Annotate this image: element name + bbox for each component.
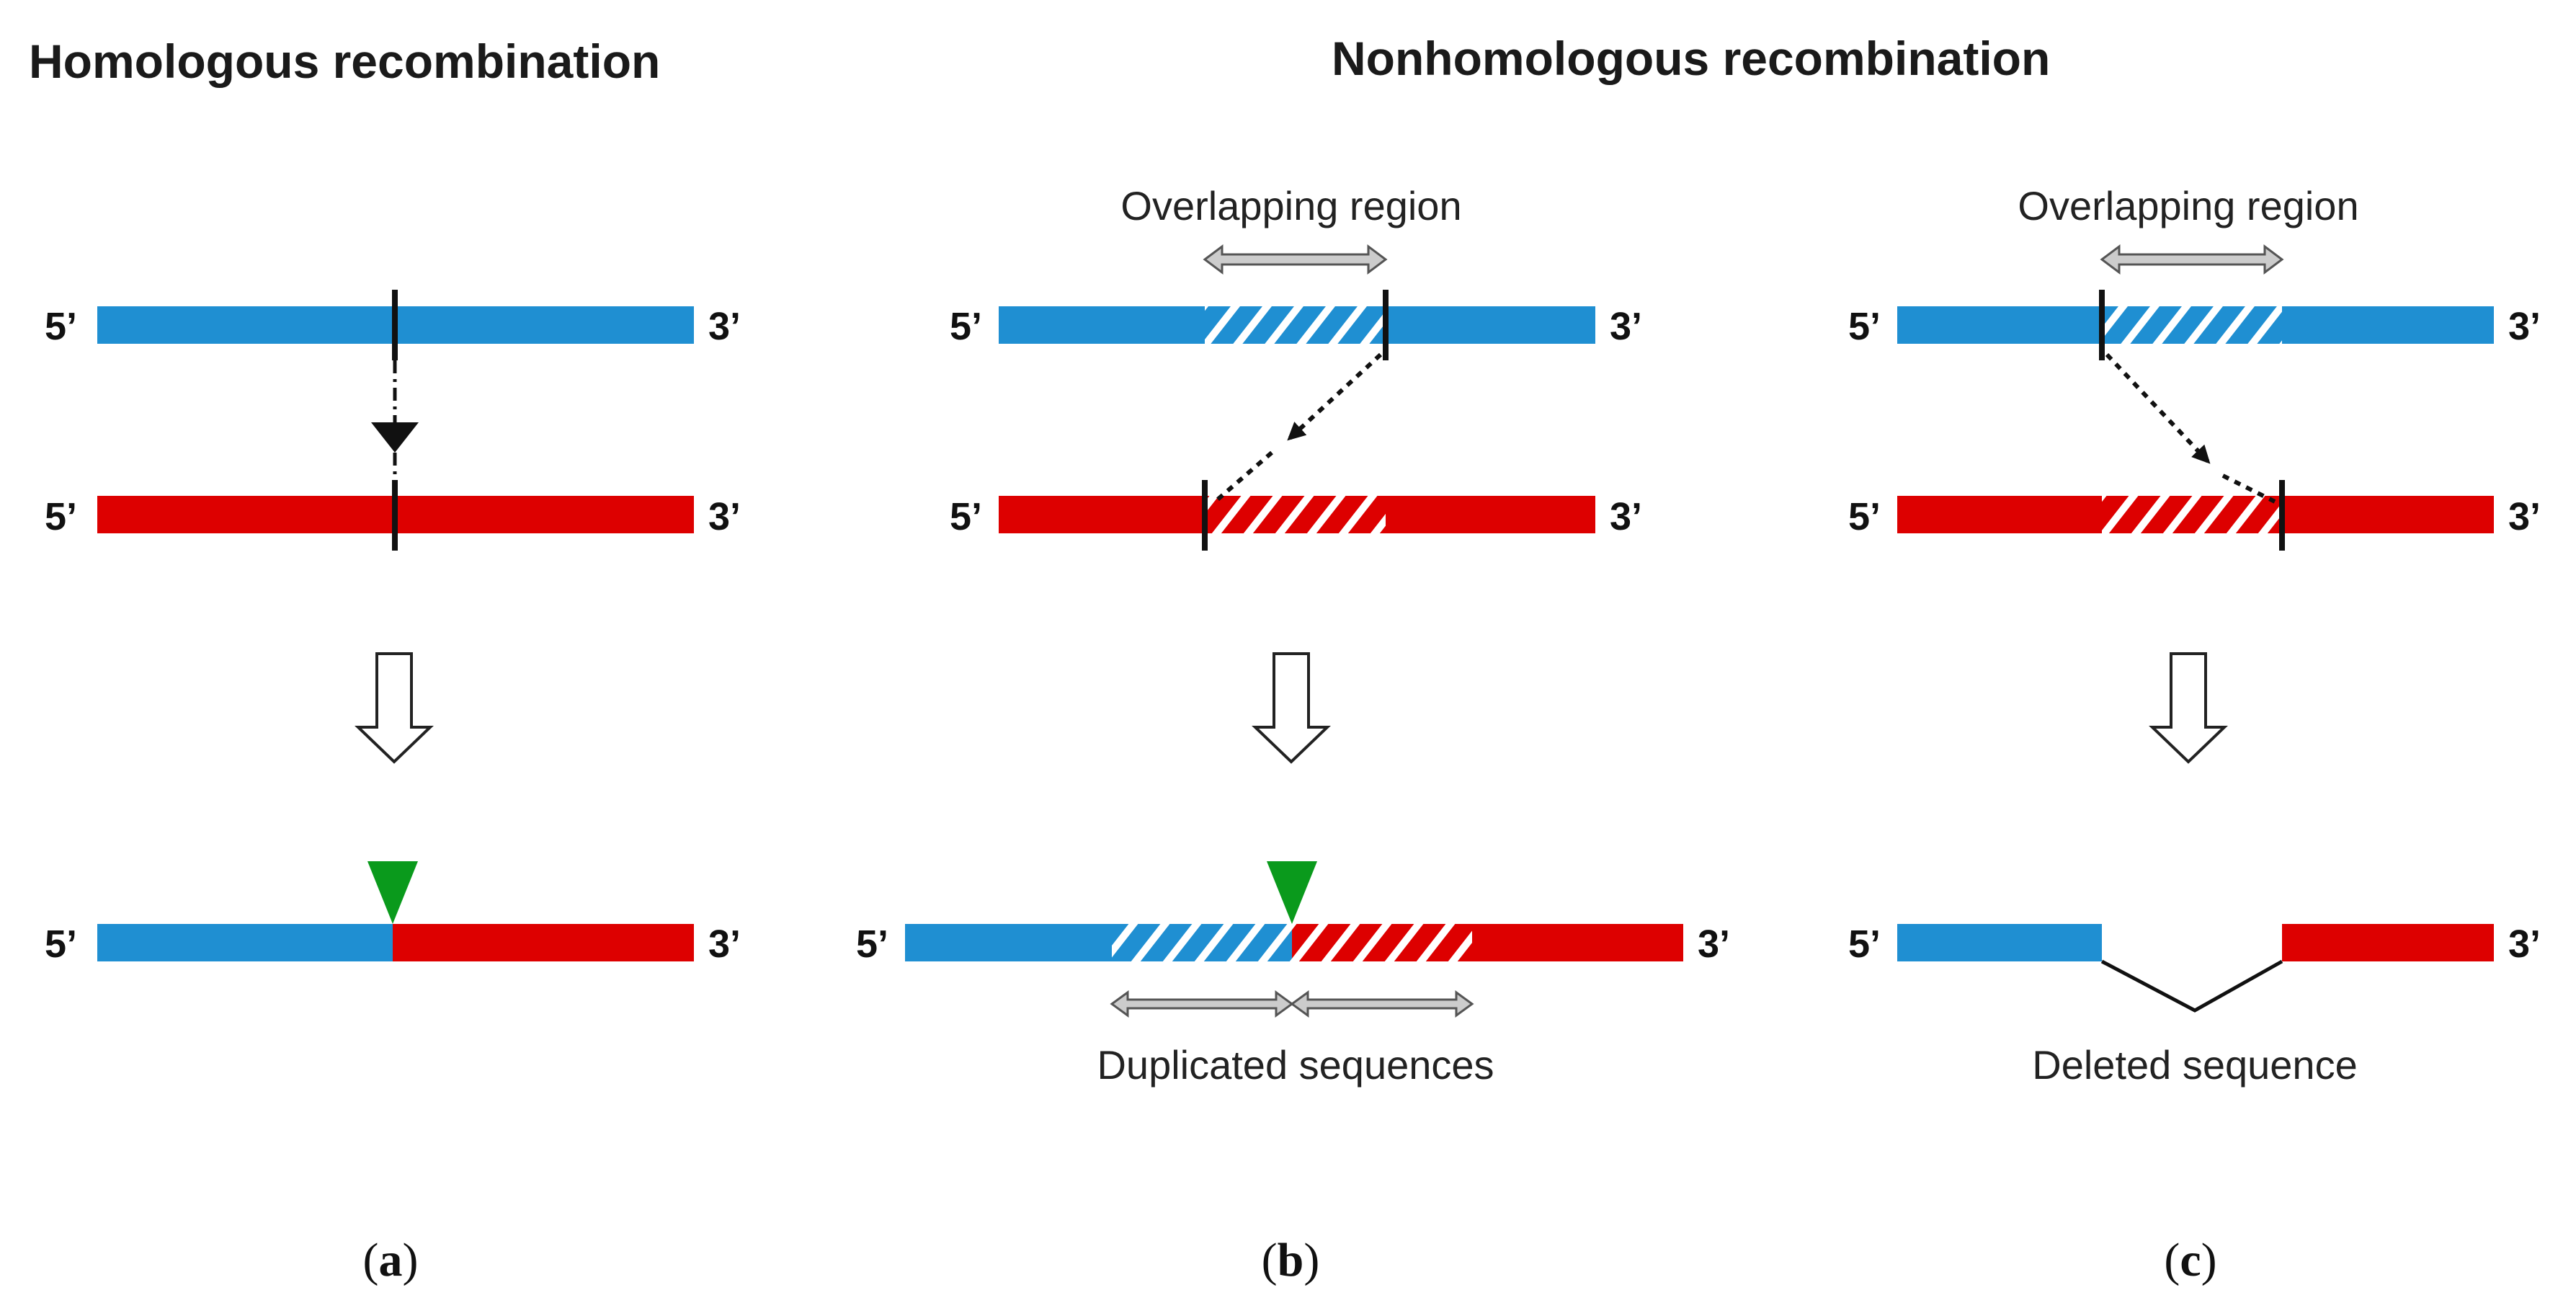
red-segment [393,924,694,961]
overlap-region-arrow-icon [2100,244,2284,275]
crossover-line-lower [2221,474,2276,504]
deleted-label: Deleted sequence [2032,1042,2357,1088]
duplicated-arrow-right-icon [1290,990,1474,1018]
three-prime-label: 3’ [1610,495,1642,538]
crossover-arrowhead [371,422,419,453]
overlap-label: Overlapping region [1120,183,1461,228]
red-overlap-hatch [1205,496,1386,533]
three-prime-label: 3’ [2508,495,2541,538]
process-arrow-down-icon [355,652,434,764]
process-arrow-down-icon [1252,652,1331,764]
three-prime-label: 3’ [708,495,741,538]
junction-marker-icon [367,861,418,924]
five-prime-label: 5’ [45,305,77,348]
overlap-region-arrow-icon [1203,244,1388,275]
duplicated-label: Duplicated sequences [1097,1042,1494,1088]
duplicated-blue-hatch [1112,924,1292,961]
five-prime-label: 5’ [856,922,888,966]
crossover-arrow [1287,352,1383,441]
panel-c: Overlapping region 5’ 3’ 5’ 3’ 5’ 3’ Del… [1848,183,2541,1088]
crossover-line-lower [1212,450,1273,505]
five-prime-label: 5’ [950,305,982,348]
five-prime-label: 5’ [45,495,77,538]
three-prime-label: 3’ [708,922,741,966]
three-prime-label: 3’ [1610,305,1642,348]
panel-b: Overlapping region 5’ 3’ 5’ 3’ 5’ 3’ Dup… [856,183,1730,1088]
junction-marker-icon [1267,861,1317,924]
blue-segment [97,924,393,961]
blue-overlap-hatch [1205,306,1386,344]
heading-homologous: Homologous recombination [29,35,660,88]
five-prime-label: 5’ [1848,922,1881,966]
duplicated-red-hatch [1292,924,1472,961]
crossover-arrow [2105,352,2211,464]
three-prime-label: 3’ [2508,922,2541,966]
panel-caption-b: (b) [1262,1234,1320,1286]
five-prime-label: 5’ [45,922,77,966]
duplicated-arrow-left-icon [1110,990,1294,1018]
panel-caption-c: (c) [2164,1234,2216,1286]
five-prime-label: 5’ [1848,305,1881,348]
five-prime-label: 5’ [950,495,982,538]
five-prime-label: 5’ [1848,495,1881,538]
process-arrow-down-icon [2149,652,2228,764]
overlap-label: Overlapping region [2018,183,2358,228]
blue-overlap-hatch [2102,306,2282,344]
blue-segment [1897,924,2102,961]
red-segment [2282,924,2494,961]
deletion-connector [2100,959,2283,1013]
three-prime-label: 3’ [708,305,741,348]
panel-a: 5’ 3’ 5’ 3’ 5’ 3’ [45,290,741,966]
red-overlap-hatch [2102,496,2282,533]
three-prime-label: 3’ [2508,305,2541,348]
three-prime-label: 3’ [1698,922,1730,966]
panel-caption-a: (a) [363,1234,419,1286]
heading-nonhomologous: Nonhomologous recombination [1332,32,2050,85]
